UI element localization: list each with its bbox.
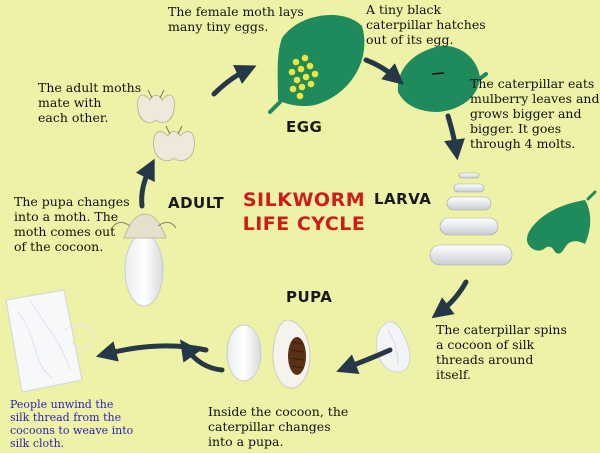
caption-lays-eggs: The female moth lays many tiny eggs.: [168, 4, 304, 34]
caption-hatch: A tiny black caterpillar hatches out of …: [366, 2, 486, 47]
stage-label-larva: LARVA: [374, 190, 432, 208]
silk-bundle: [5, 289, 94, 393]
moth-emerging: [111, 213, 177, 307]
caption-eats: The caterpillar eats mulberry leaves and…: [470, 76, 600, 151]
stage-label-egg: EGG: [286, 118, 323, 136]
spinning-cocoon: [376, 321, 411, 373]
hatchling-leaf: [397, 45, 488, 112]
egg-leaf: [268, 14, 365, 114]
cycle-arrows: [95, 57, 469, 375]
caption-moth-out: The pupa changes into a moth. The moth c…: [14, 194, 130, 254]
caption-pupa-inside: Inside the cocoon, the caterpillar chang…: [208, 404, 349, 449]
stage-label-pupa: PUPA: [286, 288, 333, 306]
larvae-growing: [429, 172, 513, 266]
title-line-2: LIFE CYCLE: [242, 213, 366, 235]
diagram-title: SILKWORM LIFE CYCLE: [238, 188, 370, 236]
larva-leaf: [526, 190, 597, 254]
egg-clusters: [288, 54, 319, 100]
title-line-1: SILKWORM: [242, 189, 366, 211]
caption-spins: The caterpillar spins a cocoon of silk t…: [436, 322, 567, 382]
stage-label-adult: ADULT: [168, 194, 225, 212]
pupa-cocoons: [226, 319, 311, 389]
caption-mate: The adult moths mate with each other.: [38, 80, 142, 125]
adult-moths: [137, 89, 195, 162]
caption-silk: People unwind the silk thread from the c…: [10, 398, 134, 450]
